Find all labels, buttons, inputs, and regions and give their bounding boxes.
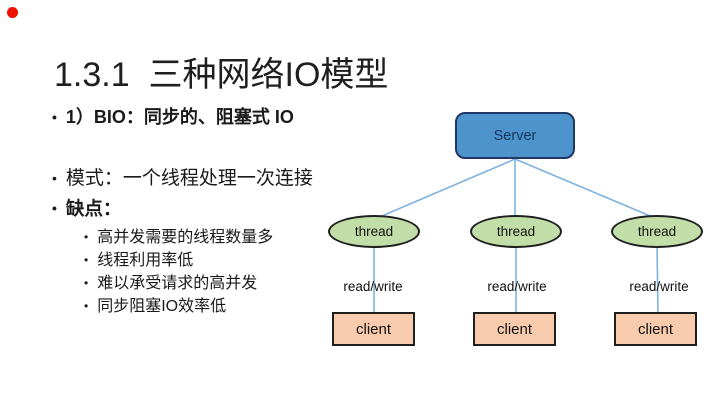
bullet-icon: •	[84, 230, 89, 244]
bullet-icon: •	[84, 299, 89, 313]
server-node: Server	[455, 112, 575, 159]
sub-bullet: • 同步阻塞IO效率低	[84, 296, 226, 317]
bullet-icon: •	[84, 253, 89, 267]
record-dot-icon	[7, 7, 18, 18]
read-write-label: read/write	[629, 279, 689, 294]
thread-node: thread	[470, 215, 562, 248]
sub-bullet: • 高并发需要的线程数量多	[84, 227, 273, 248]
bullet-icon: •	[52, 109, 57, 125]
sub-bullet-text: 难以承受请求的高并发	[97, 275, 258, 292]
sub-bullet: • 线程利用率低	[84, 250, 193, 271]
client-label: client	[637, 320, 674, 338]
client-label: client	[355, 320, 392, 338]
sub-bullet-text: 高并发需要的线程数量多	[97, 229, 274, 246]
bullet-mode-text: 模式：一个线程处理一次连接	[65, 168, 313, 189]
sub-bullet-text: 线程利用率低	[97, 252, 194, 269]
thread-node: thread	[328, 215, 420, 248]
bullet-bio: • 1）BIO：同步的、阻塞式 IO	[52, 106, 294, 129]
sub-bullet: • 难以承受请求的高并发	[84, 273, 257, 294]
thread-label: thread	[637, 224, 677, 239]
client-node: client	[473, 312, 556, 346]
bullet-bio-text: 1）BIO：同步的、阻塞式 IO	[65, 107, 294, 127]
bullet-icon: •	[52, 170, 57, 186]
client-label: client	[496, 320, 533, 338]
thread-node: thread	[611, 215, 703, 248]
thread-label: thread	[354, 224, 394, 239]
server-label: Server	[493, 127, 537, 144]
slide-title: 1.3.1 三种网络IO模型	[54, 55, 389, 94]
bullet-drawback-text: 缺点：	[65, 198, 122, 219]
read-write-label: read/write	[487, 279, 547, 294]
thread-label: thread	[496, 224, 536, 239]
bullet-mode: • 模式：一个线程处理一次连接	[52, 167, 313, 191]
read-write-label: read/write	[343, 279, 403, 294]
client-node: client	[332, 312, 415, 346]
bullet-icon: •	[84, 276, 89, 290]
bullet-drawback: • 缺点：	[52, 197, 121, 221]
bullet-icon: •	[52, 200, 57, 216]
client-node: client	[614, 312, 697, 346]
sub-bullet-text: 同步阻塞IO效率低	[97, 298, 227, 315]
